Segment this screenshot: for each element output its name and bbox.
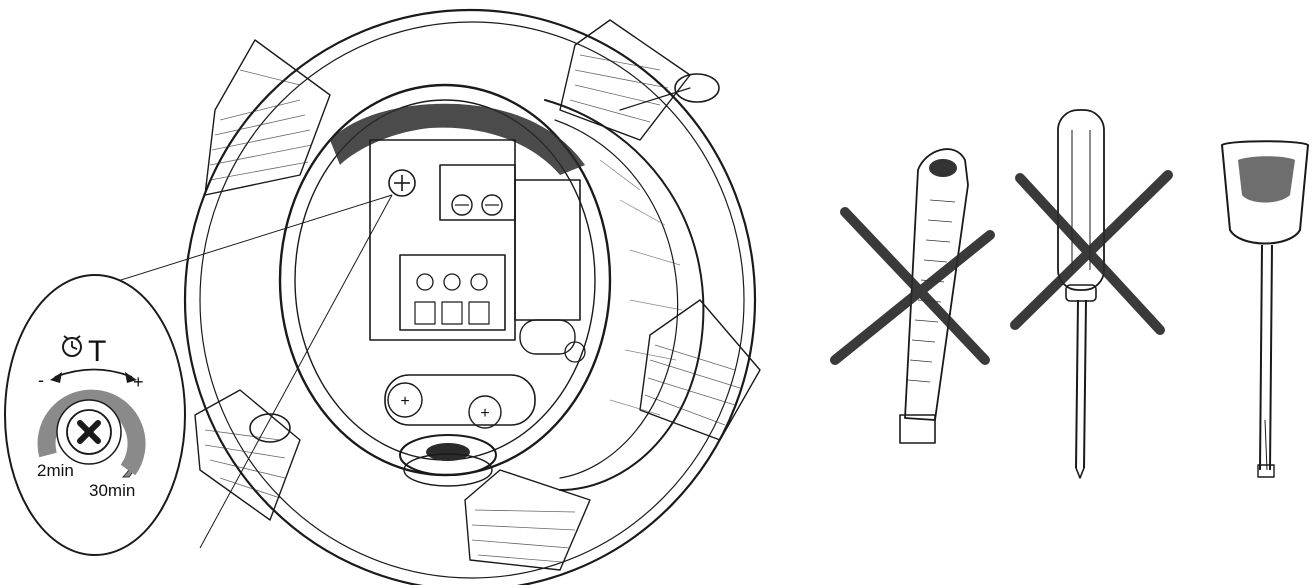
screwdriver — [1057, 109, 1105, 479]
fan-outer-ring-inner — [199, 21, 745, 579]
plus-label: + — [133, 372, 144, 392]
timer-callout: T - + 2min 30min — [4, 274, 186, 556]
cross-mark-icon — [830, 207, 995, 365]
fan-outer-ring — [183, 8, 757, 585]
timer-symbol: T — [88, 335, 106, 368]
arrow-right-icon — [125, 372, 137, 383]
max-time-label: 30min — [89, 481, 135, 500]
timer-potentiometer — [388, 169, 416, 197]
svg-text:+: + — [480, 405, 489, 422]
terminal-assembly — [369, 139, 581, 341]
cable-gland — [399, 434, 497, 487]
min-time-label: 2min — [37, 461, 74, 480]
adjust-arc — [54, 368, 133, 378]
callout-leader-bottom — [199, 194, 393, 549]
clock-icon — [62, 335, 82, 357]
fan-blades — [194, 19, 761, 571]
fan-housing — [544, 99, 705, 491]
cross-mark-icon — [1010, 170, 1173, 335]
dial-cross-icon — [77, 420, 101, 444]
fan-illustration: + + — [183, 8, 761, 585]
arrow-left-icon — [50, 372, 62, 383]
adjustment-key — [1221, 140, 1309, 478]
callout-leader-top — [104, 194, 393, 286]
svg-text:+: + — [400, 393, 409, 410]
capacitors: + + — [384, 319, 586, 429]
minus-label: - — [38, 370, 44, 390]
